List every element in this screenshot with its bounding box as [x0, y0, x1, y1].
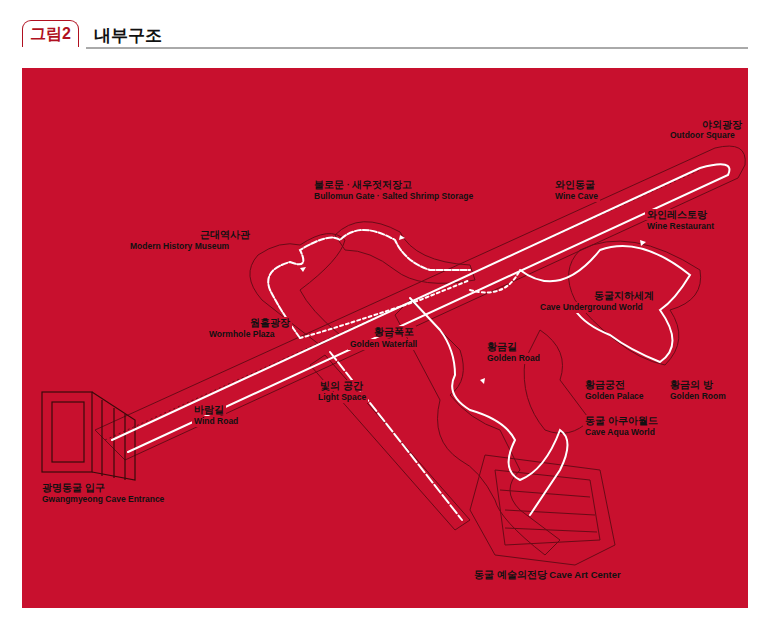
- place-label: Wine Cave: [553, 191, 600, 202]
- place-label: 와인동굴: [553, 179, 597, 190]
- figure-tab: 그림2: [22, 20, 79, 47]
- place-label: 빛의 공간: [318, 380, 365, 391]
- place-label: 황금길: [485, 341, 519, 352]
- place-label: Wind Road: [192, 416, 240, 427]
- place-label: 광명동굴 입구: [40, 482, 107, 493]
- place-label: Golden Room: [668, 391, 728, 402]
- place-label: Golden Road: [485, 353, 542, 364]
- place-label: Cave Aqua World: [583, 427, 657, 438]
- place-label: Wormhole Plaza: [207, 329, 277, 340]
- place-label: Modern History Museum: [128, 241, 231, 252]
- place-label: 황금궁전: [583, 379, 627, 390]
- cave-outline: [95, 146, 745, 565]
- figure-title: 내부구조: [94, 24, 162, 47]
- place-label: 황금의 방: [668, 379, 715, 390]
- place-label: Golden Palace: [583, 391, 646, 402]
- place-label: Light Space: [316, 392, 368, 403]
- place-label: Outdoor Square: [668, 130, 737, 141]
- place-label: 동굴지하세계: [592, 290, 656, 301]
- figure-number: 그림2: [23, 21, 78, 44]
- place-label: Gwangmyeong Cave Entrance: [40, 494, 166, 505]
- place-label: 동굴 예술의전당 Cave Art Center: [472, 569, 623, 580]
- place-label: 동굴 아쿠아월드: [583, 415, 660, 426]
- place-label: Cave Underground World: [538, 302, 645, 313]
- place-label: 근대역사관: [198, 229, 252, 240]
- header-rule: [86, 48, 748, 49]
- place-label: 야외광장: [700, 119, 744, 130]
- place-label: 불로문 · 새우젓저장고: [312, 179, 414, 190]
- tour-route: [112, 164, 729, 520]
- map-panel: [22, 68, 748, 608]
- place-label: Golden Waterfall: [348, 339, 419, 350]
- place-label: 웜홀광장: [248, 317, 292, 328]
- place-label: 황금폭포: [372, 326, 416, 337]
- place-label: Bullomun Gate · Salted Shrimp Storage: [312, 191, 475, 202]
- place-label: 와인레스토랑: [645, 209, 709, 220]
- place-label: 바람길: [192, 404, 226, 415]
- place-label: Wine Restaurant: [645, 221, 716, 232]
- route-arrows: [300, 235, 646, 384]
